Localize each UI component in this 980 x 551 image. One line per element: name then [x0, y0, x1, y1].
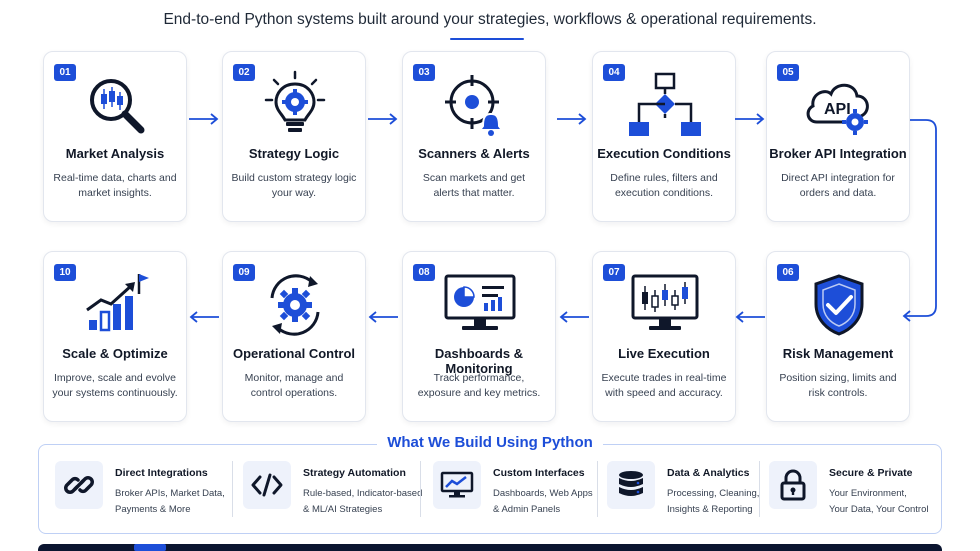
step-number: 06: [777, 264, 799, 281]
what-we-build-title: What We Build Using Python: [377, 434, 603, 451]
feature-desc-line: Payments & More: [115, 504, 191, 515]
api-label: API: [824, 101, 851, 118]
step-number: 05: [777, 64, 799, 81]
feature-desc-line: Your Data, Your Control: [829, 504, 929, 515]
step-title: Execution Conditions: [597, 146, 731, 161]
feature-title: Data & Analytics: [667, 467, 750, 479]
lightbulb-gear-icon: [245, 70, 345, 140]
magnifier-chart-icon: [66, 70, 166, 140]
step-title: Live Execution: [618, 346, 710, 361]
footer-bar: [38, 544, 942, 551]
step-description: Track performance, exposure and key metr…: [417, 372, 541, 399]
footer-bar-accent: [134, 544, 166, 551]
step-card-market-analysis: 01 Market Analysis Real-time data, chart…: [43, 51, 187, 222]
step-description: Direct API integration for orders and da…: [781, 172, 895, 199]
database-icon: [607, 461, 655, 509]
step-description: Improve, scale and evolve your systems c…: [52, 372, 178, 399]
step-number: 09: [233, 264, 255, 281]
feature-title: Custom Interfaces: [493, 467, 585, 479]
flow-arrow-left: [189, 311, 219, 323]
flow-arrow-left: [368, 311, 398, 323]
step-description: Execute trades in real-time with speed a…: [601, 372, 727, 399]
flow-arrow-right: [557, 113, 587, 125]
flowchart-icon: [615, 70, 715, 140]
step-title: Broker API Integration: [769, 146, 907, 161]
feature-title: Secure & Private: [829, 467, 913, 479]
link-icon: [55, 461, 103, 509]
feature-desc-line: Rule-based, Indicator-based: [303, 488, 423, 499]
step-description: Scan markets and get alerts that matter.: [422, 172, 526, 199]
step-number: 04: [603, 64, 625, 81]
divider: [759, 461, 760, 517]
flow-arrow-right: [735, 113, 765, 125]
page-subtitle: End-to-end Python systems built around y…: [163, 11, 817, 28]
step-description: Define rules, filters and execution cond…: [610, 172, 718, 199]
lock-icon: [769, 461, 817, 509]
code-icon: [243, 461, 291, 509]
what-we-build-panel: What We Build Using Python Direct Integr…: [38, 434, 942, 534]
gear-cycle-icon: [245, 270, 345, 340]
step-number: 08: [413, 264, 435, 281]
api-cloud-icon: API: [789, 70, 889, 140]
flow-arrow-right: [189, 113, 219, 125]
flow-arrow-left: [735, 311, 765, 323]
step-description: Build custom strategy logic your way.: [231, 172, 357, 199]
feature-desc-line: Your Environment,: [829, 488, 907, 499]
step-title: Market Analysis: [65, 146, 165, 161]
step-number: 02: [233, 64, 255, 81]
monitor-candles-icon: [615, 270, 715, 340]
flow-arrow-right: [368, 113, 398, 125]
step-number: 10: [54, 264, 76, 281]
divider: [420, 461, 421, 517]
step-card-dashboards-monitoring: 08 Dashboards & Monitoring Track perform…: [402, 251, 556, 422]
step-card-risk-management: 06 Risk Management Position sizing, limi…: [766, 251, 910, 422]
monitor-dashboard-icon: [430, 270, 530, 340]
step-title: Scale & Optimize: [62, 346, 168, 361]
step-card-scanners-alerts: 03 Scanners & Alerts Scan markets and ge…: [402, 51, 546, 222]
step-title: Risk Management: [782, 346, 894, 361]
step-card-live-execution: 07 Live Execution Execute trades in real…: [592, 251, 736, 422]
feature-desc-line: & ML/AI Strategies: [303, 504, 383, 515]
step-title: Dashboards & Monitoring: [434, 346, 524, 376]
feature-title: Direct Integrations: [115, 467, 208, 479]
step-number: 07: [603, 264, 625, 281]
divider: [232, 461, 233, 517]
step-title: Strategy Logic: [248, 146, 340, 161]
feature-title: Strategy Automation: [303, 467, 406, 479]
step-number: 03: [413, 64, 435, 81]
flow-connector-down: [902, 119, 937, 322]
step-card-scale-optimize: 10 Scale & Optimize Improve, scale and e…: [43, 251, 187, 422]
step-title: Scanners & Alerts: [418, 146, 530, 161]
step-description: Monitor, manage and control operations.: [244, 372, 344, 399]
step-description: Real-time data, charts and market insigh…: [53, 172, 177, 199]
feature-desc-line: & Admin Panels: [493, 504, 561, 515]
step-card-execution-conditions: 04 Execution Conditions Define rules, fi…: [592, 51, 736, 222]
growth-bars-flag-icon: [66, 270, 166, 340]
step-card-operational-control: 09 Operational Control Monitor, manage a…: [222, 251, 366, 422]
step-description: Position sizing, limits and risk control…: [779, 372, 897, 399]
step-card-strategy-logic: 02 Strategy Logic Build custom strat: [222, 51, 366, 222]
flow-arrow-left: [559, 311, 589, 323]
crosshair-bell-icon: [425, 70, 525, 140]
feature-desc-line: Processing, Cleaning,: [667, 488, 760, 499]
feature-desc-line: Insights & Reporting: [667, 504, 753, 515]
step-number: 01: [54, 64, 76, 81]
feature-desc-line: Dashboards, Web Apps: [493, 488, 593, 499]
monitor-chart-icon: [433, 461, 481, 509]
step-card-broker-api-integration: 05 API Broker API Integration Direct API…: [766, 51, 910, 222]
divider: [597, 461, 598, 517]
shield-check-icon: [789, 270, 889, 340]
feature-desc-line: Broker APIs, Market Data,: [115, 488, 225, 499]
step-title: Operational Control: [232, 346, 356, 361]
subtitle-underline: [450, 38, 524, 40]
